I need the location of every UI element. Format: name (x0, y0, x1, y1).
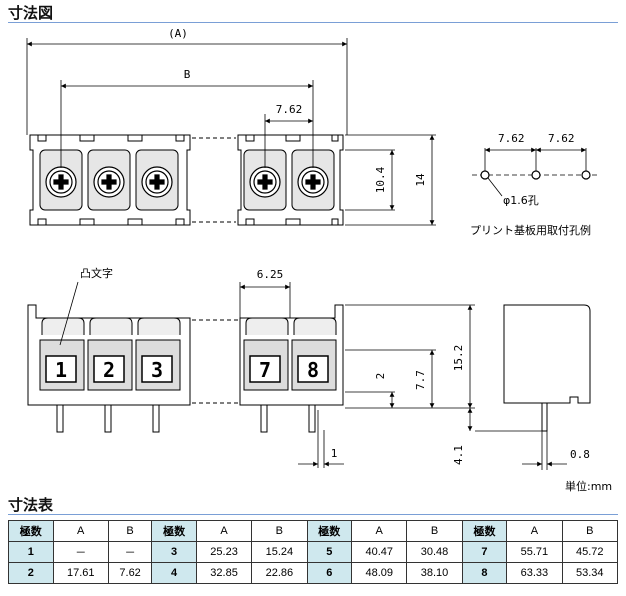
screw-icon (141, 166, 173, 198)
terminal-numbers: 1 2 3 7 8 (55, 358, 319, 382)
dim-0-8: 0.8 (570, 448, 590, 461)
header-cell: B (406, 520, 463, 542)
dim-15-2: 15.2 (452, 345, 465, 372)
dim-7-7: 7.7 (414, 370, 427, 390)
pole-cell: 4 (151, 562, 197, 584)
side-view (467, 304, 591, 470)
screw-icon (45, 166, 77, 198)
dim-4-1: 4.1 (452, 445, 465, 465)
table-cell: 38.10 (406, 562, 463, 584)
table-cell: 40.47 (351, 541, 408, 563)
table-cell: 15.24 (251, 541, 308, 563)
pcb-hole-pattern (472, 147, 600, 197)
table-row: 2 17.61 7.62 4 32.85 22.86 6 48.09 38.10… (8, 562, 619, 584)
dimension-drawing: (A) B 7.62 10.4 14 7.62 7.62 φ1.6孔 プリント基… (26, 27, 600, 470)
header-cell: B (107, 520, 153, 542)
screw-icon (93, 166, 125, 198)
title-rule (8, 22, 618, 23)
hole-pitch-2: 7.62 (548, 132, 575, 145)
dim-height-side: 14 (414, 173, 427, 187)
pcb-example-label: プリント基板用取付孔例 (470, 223, 591, 237)
pole-cell: 1 (8, 541, 54, 563)
table-cell: － (107, 541, 153, 563)
dim-b: B (184, 68, 191, 81)
dim-2: 2 (374, 373, 387, 380)
dim-a: (A) (168, 27, 188, 40)
front-view (27, 304, 344, 433)
table-rule (8, 514, 618, 515)
table-cell: 32.85 (195, 562, 253, 584)
table-cell: 63.33 (506, 562, 563, 584)
table-cell: 25.23 (195, 541, 253, 563)
terminal-number: 3 (151, 358, 163, 382)
drawing-title: 寸法図 (8, 4, 54, 22)
table-cell: 30.48 (406, 541, 463, 563)
header-cell: B (561, 520, 619, 542)
header-cell: A (52, 520, 109, 542)
top-dimensions (26, 38, 436, 226)
table-cell: 7.62 (107, 562, 153, 584)
front-dimensions (239, 282, 475, 468)
table-cell: － (52, 541, 109, 563)
terminal-number: 8 (307, 358, 319, 382)
table-cell: 48.09 (351, 562, 408, 584)
screw-icon (297, 166, 329, 198)
header-cell: 極数 (306, 520, 353, 542)
table-title: 寸法表 (8, 496, 54, 514)
pole-cell: 2 (8, 562, 54, 584)
dim-height-top: 10.4 (374, 166, 387, 193)
dimension-table: 極数 A B 極数 A B 極数 A B 極数 A B 1 － － 3 25.2… (8, 520, 619, 584)
hole-pitch-1: 7.62 (498, 132, 525, 145)
table-cell: 55.71 (506, 541, 563, 563)
unit-label: 単位:mm (565, 480, 613, 493)
pole-cell: 7 (461, 541, 508, 563)
pole-cell: 6 (306, 562, 353, 584)
table-cell: 17.61 (52, 562, 109, 584)
header-cell: A (195, 520, 253, 542)
header-cell: 極数 (8, 520, 54, 542)
terminal-number: 1 (55, 358, 67, 382)
table-cell: 22.86 (251, 562, 308, 584)
terminal-number: 2 (103, 358, 115, 382)
emboss-leader (59, 281, 79, 346)
dim-1: 1 (331, 447, 338, 460)
header-cell: 極数 (461, 520, 508, 542)
header-cell: B (251, 520, 308, 542)
header-cell: 極数 (151, 520, 197, 542)
table-cell: 53.34 (561, 562, 619, 584)
table-header-row: 極数 A B 極数 A B 極数 A B 極数 A B (8, 520, 619, 542)
dim-pitch-top: 7.62 (276, 103, 303, 116)
pole-cell: 5 (306, 541, 353, 563)
dim-pitch-bottom: 6.25 (257, 268, 284, 281)
pole-cell: 3 (151, 541, 197, 563)
terminal-number: 7 (259, 358, 271, 382)
screw-icon (249, 166, 281, 198)
header-cell: A (351, 520, 408, 542)
screw-heads (45, 166, 329, 198)
header-cell: A (506, 520, 563, 542)
table-cell: 45.72 (561, 541, 619, 563)
pole-cell: 8 (461, 562, 508, 584)
hole-diameter: φ1.6孔 (503, 194, 539, 207)
top-view (29, 134, 344, 226)
emboss-label: 凸文字 (80, 266, 113, 280)
table-row: 1 － － 3 25.23 15.24 5 40.47 30.48 7 55.7… (8, 541, 619, 563)
